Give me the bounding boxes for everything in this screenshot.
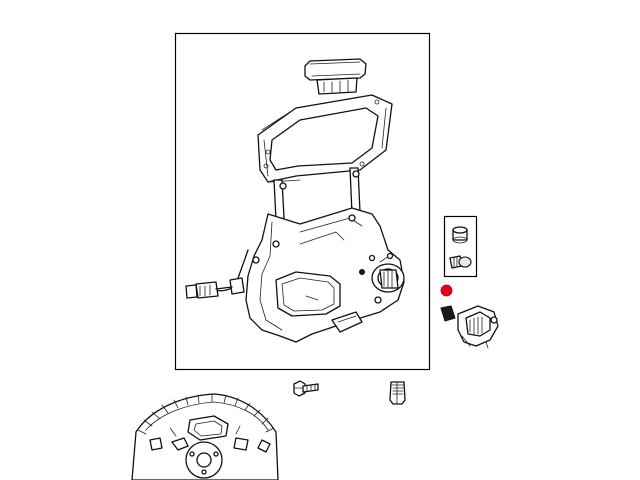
plug-icon bbox=[449, 255, 472, 269]
upper-window-frame bbox=[257, 94, 393, 183]
splash-shield[interactable] bbox=[131, 393, 279, 480]
top-handle bbox=[304, 58, 367, 95]
mounting-bolt[interactable] bbox=[293, 380, 319, 397]
main-frame-box bbox=[174, 32, 431, 371]
lower-housing bbox=[245, 207, 405, 343]
red-dot-icon[interactable] bbox=[440, 284, 453, 297]
main-frame-assembly[interactable] bbox=[245, 58, 405, 343]
housing-fasteners bbox=[252, 214, 394, 264]
component-inset-box[interactable] bbox=[443, 215, 478, 278]
retainer-clip[interactable] bbox=[440, 305, 456, 322]
nut[interactable] bbox=[389, 381, 406, 405]
wiring-harness[interactable] bbox=[185, 249, 249, 299]
switch-knob[interactable] bbox=[457, 305, 499, 349]
housing-knob bbox=[359, 253, 405, 304]
cap-icon bbox=[452, 226, 468, 244]
support-posts bbox=[273, 167, 361, 221]
